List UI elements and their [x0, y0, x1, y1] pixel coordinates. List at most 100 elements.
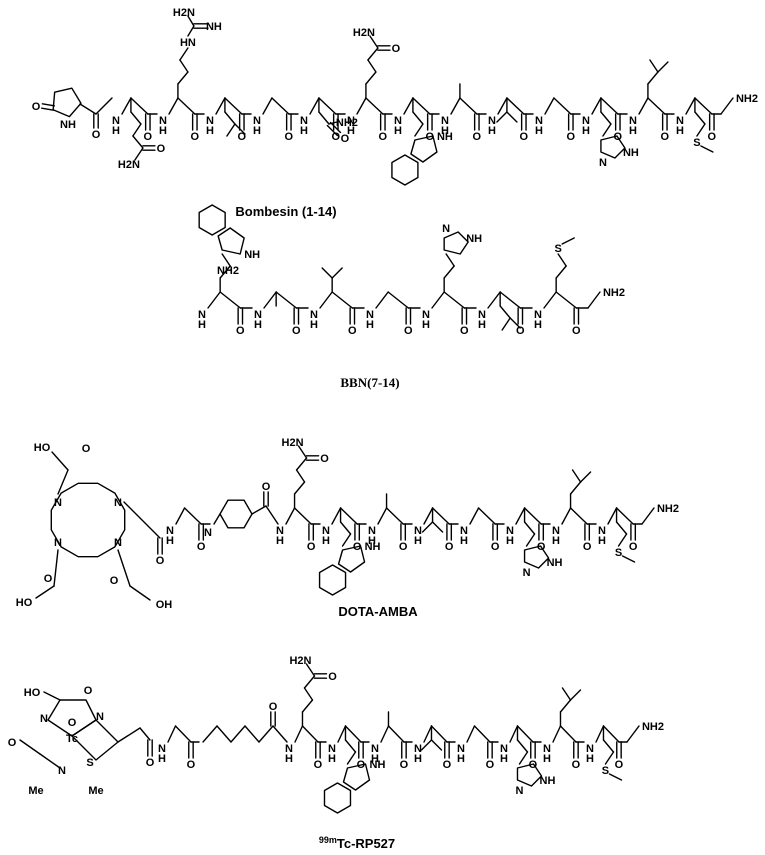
backbone-n: N [368, 525, 376, 537]
backbone-bond [477, 507, 496, 525]
ring-carbonyl [40, 107, 55, 111]
side-chain-bond [559, 699, 572, 713]
backbone-nh-h: H [582, 125, 590, 137]
side-chain-bond [293, 481, 306, 495]
side-chain-bond [305, 663, 316, 677]
core-nitrogen: N [96, 711, 104, 723]
backbone-bond [443, 291, 466, 309]
imidazole-nh: NH [547, 557, 563, 569]
backbone-bond [380, 725, 390, 743]
side-chain-bond [132, 123, 142, 137]
imidazole-n: N [599, 157, 607, 169]
guanidine-amine: H2N [173, 7, 195, 19]
backbone-bond [207, 291, 221, 309]
title-tc-rp527: 99mTc-RP527 [319, 835, 395, 851]
backbone-oxygen: O [567, 131, 576, 143]
backbone-bond [506, 97, 525, 115]
backbone-bond [95, 97, 113, 115]
indole-pyrrole-ring [337, 545, 366, 573]
backbone-n: N [159, 115, 167, 127]
backbone-bond [385, 507, 404, 525]
side-chain-bond [604, 751, 615, 765]
backbone-bond [591, 97, 602, 115]
side-chain-bond [615, 521, 628, 535]
backbone-oxygen: O [314, 759, 323, 771]
backbone-nh-h: H [159, 125, 167, 137]
backbone-nh-h: H [158, 753, 166, 765]
side-chain-bond [694, 111, 706, 125]
backbone-oxygen: O [473, 131, 482, 143]
cyclen-nitrogen: N [54, 497, 62, 509]
backbone-nh-h: H [414, 753, 422, 765]
side-chain-bond [430, 739, 443, 751]
backbone-n: N [328, 743, 336, 755]
indole-nh: NH [370, 759, 386, 771]
backbone-nh-h: H [366, 319, 374, 331]
side-chain-bond [525, 533, 536, 547]
arm-bond [123, 501, 161, 539]
backbone-bond [523, 507, 542, 525]
backbone-bond [553, 97, 572, 115]
backbone-nh-h: H [276, 535, 284, 547]
backbone-nh-h: H [460, 535, 468, 547]
core-carbonyl-oxygen: O [84, 685, 93, 697]
backbone-bond [469, 507, 480, 525]
backbone-bond [615, 507, 634, 525]
backbone-n: N [535, 115, 543, 127]
side-chain-bond [700, 145, 714, 153]
side-chain-bond [303, 687, 314, 701]
side-chain-oxygen: O [328, 671, 337, 683]
backbone-bond [559, 725, 577, 743]
title-bombesin: Bombesin (1-14) [235, 204, 336, 219]
backbone-oxygen: O [445, 541, 454, 553]
backbone-n: N [158, 743, 166, 755]
backbone-bond [641, 507, 655, 525]
anilide-n: N [204, 527, 212, 539]
backbone-n: N [254, 309, 262, 321]
backbone-bond [318, 97, 337, 115]
side-chain-bond [647, 71, 659, 85]
backbone-bond [224, 97, 243, 115]
backbone-nh-h: H [506, 535, 514, 547]
arm-bond [117, 549, 131, 587]
backbone-nh-h: H [166, 535, 174, 547]
backbone-bond [607, 507, 618, 525]
backbone-nh-h: H [254, 319, 262, 331]
side-chain-sulfur: S [602, 765, 609, 777]
backbone-oxygen: O [400, 759, 409, 771]
backbone-oxygen: O [583, 541, 592, 553]
imidazole-n: N [442, 223, 450, 235]
backbone-n: N [586, 743, 594, 755]
title-tc-rp527-main: Tc-RP527 [337, 836, 395, 851]
backbone-nh-h: H [347, 125, 355, 137]
backbone-bond [499, 291, 522, 309]
backbone-n: N [414, 743, 422, 755]
backbone-n: N [506, 525, 514, 537]
backbone-oxygen: O [348, 325, 357, 337]
side-chain-bond [303, 675, 316, 689]
backbone-nh-h: H [586, 753, 594, 765]
imidazole-ring [443, 231, 469, 255]
backbone-oxygen: O [92, 129, 101, 141]
backbone-bond [183, 507, 202, 525]
side-chain-bond [369, 35, 379, 49]
backbone-n: N [310, 309, 318, 321]
backbone-bond [423, 725, 433, 743]
backbone-nh-h: H [310, 319, 318, 331]
side-chain-bond [341, 533, 352, 547]
side-chain-bond [234, 123, 246, 135]
core-bond [43, 691, 61, 701]
c-terminal-amide: NH2 [736, 93, 758, 105]
side-chain-oxygen: O [157, 143, 166, 155]
side-chain-bond [516, 739, 529, 753]
backbone-n: N [347, 115, 355, 127]
backbone-bond [403, 97, 414, 115]
side-chain-bond [569, 689, 582, 701]
backbone-oxygen: O [661, 131, 670, 143]
ring-carbonyl [41, 103, 56, 107]
side-chain-bond [608, 773, 623, 781]
backbone-bond [544, 97, 555, 115]
backbone-bond [337, 725, 347, 743]
